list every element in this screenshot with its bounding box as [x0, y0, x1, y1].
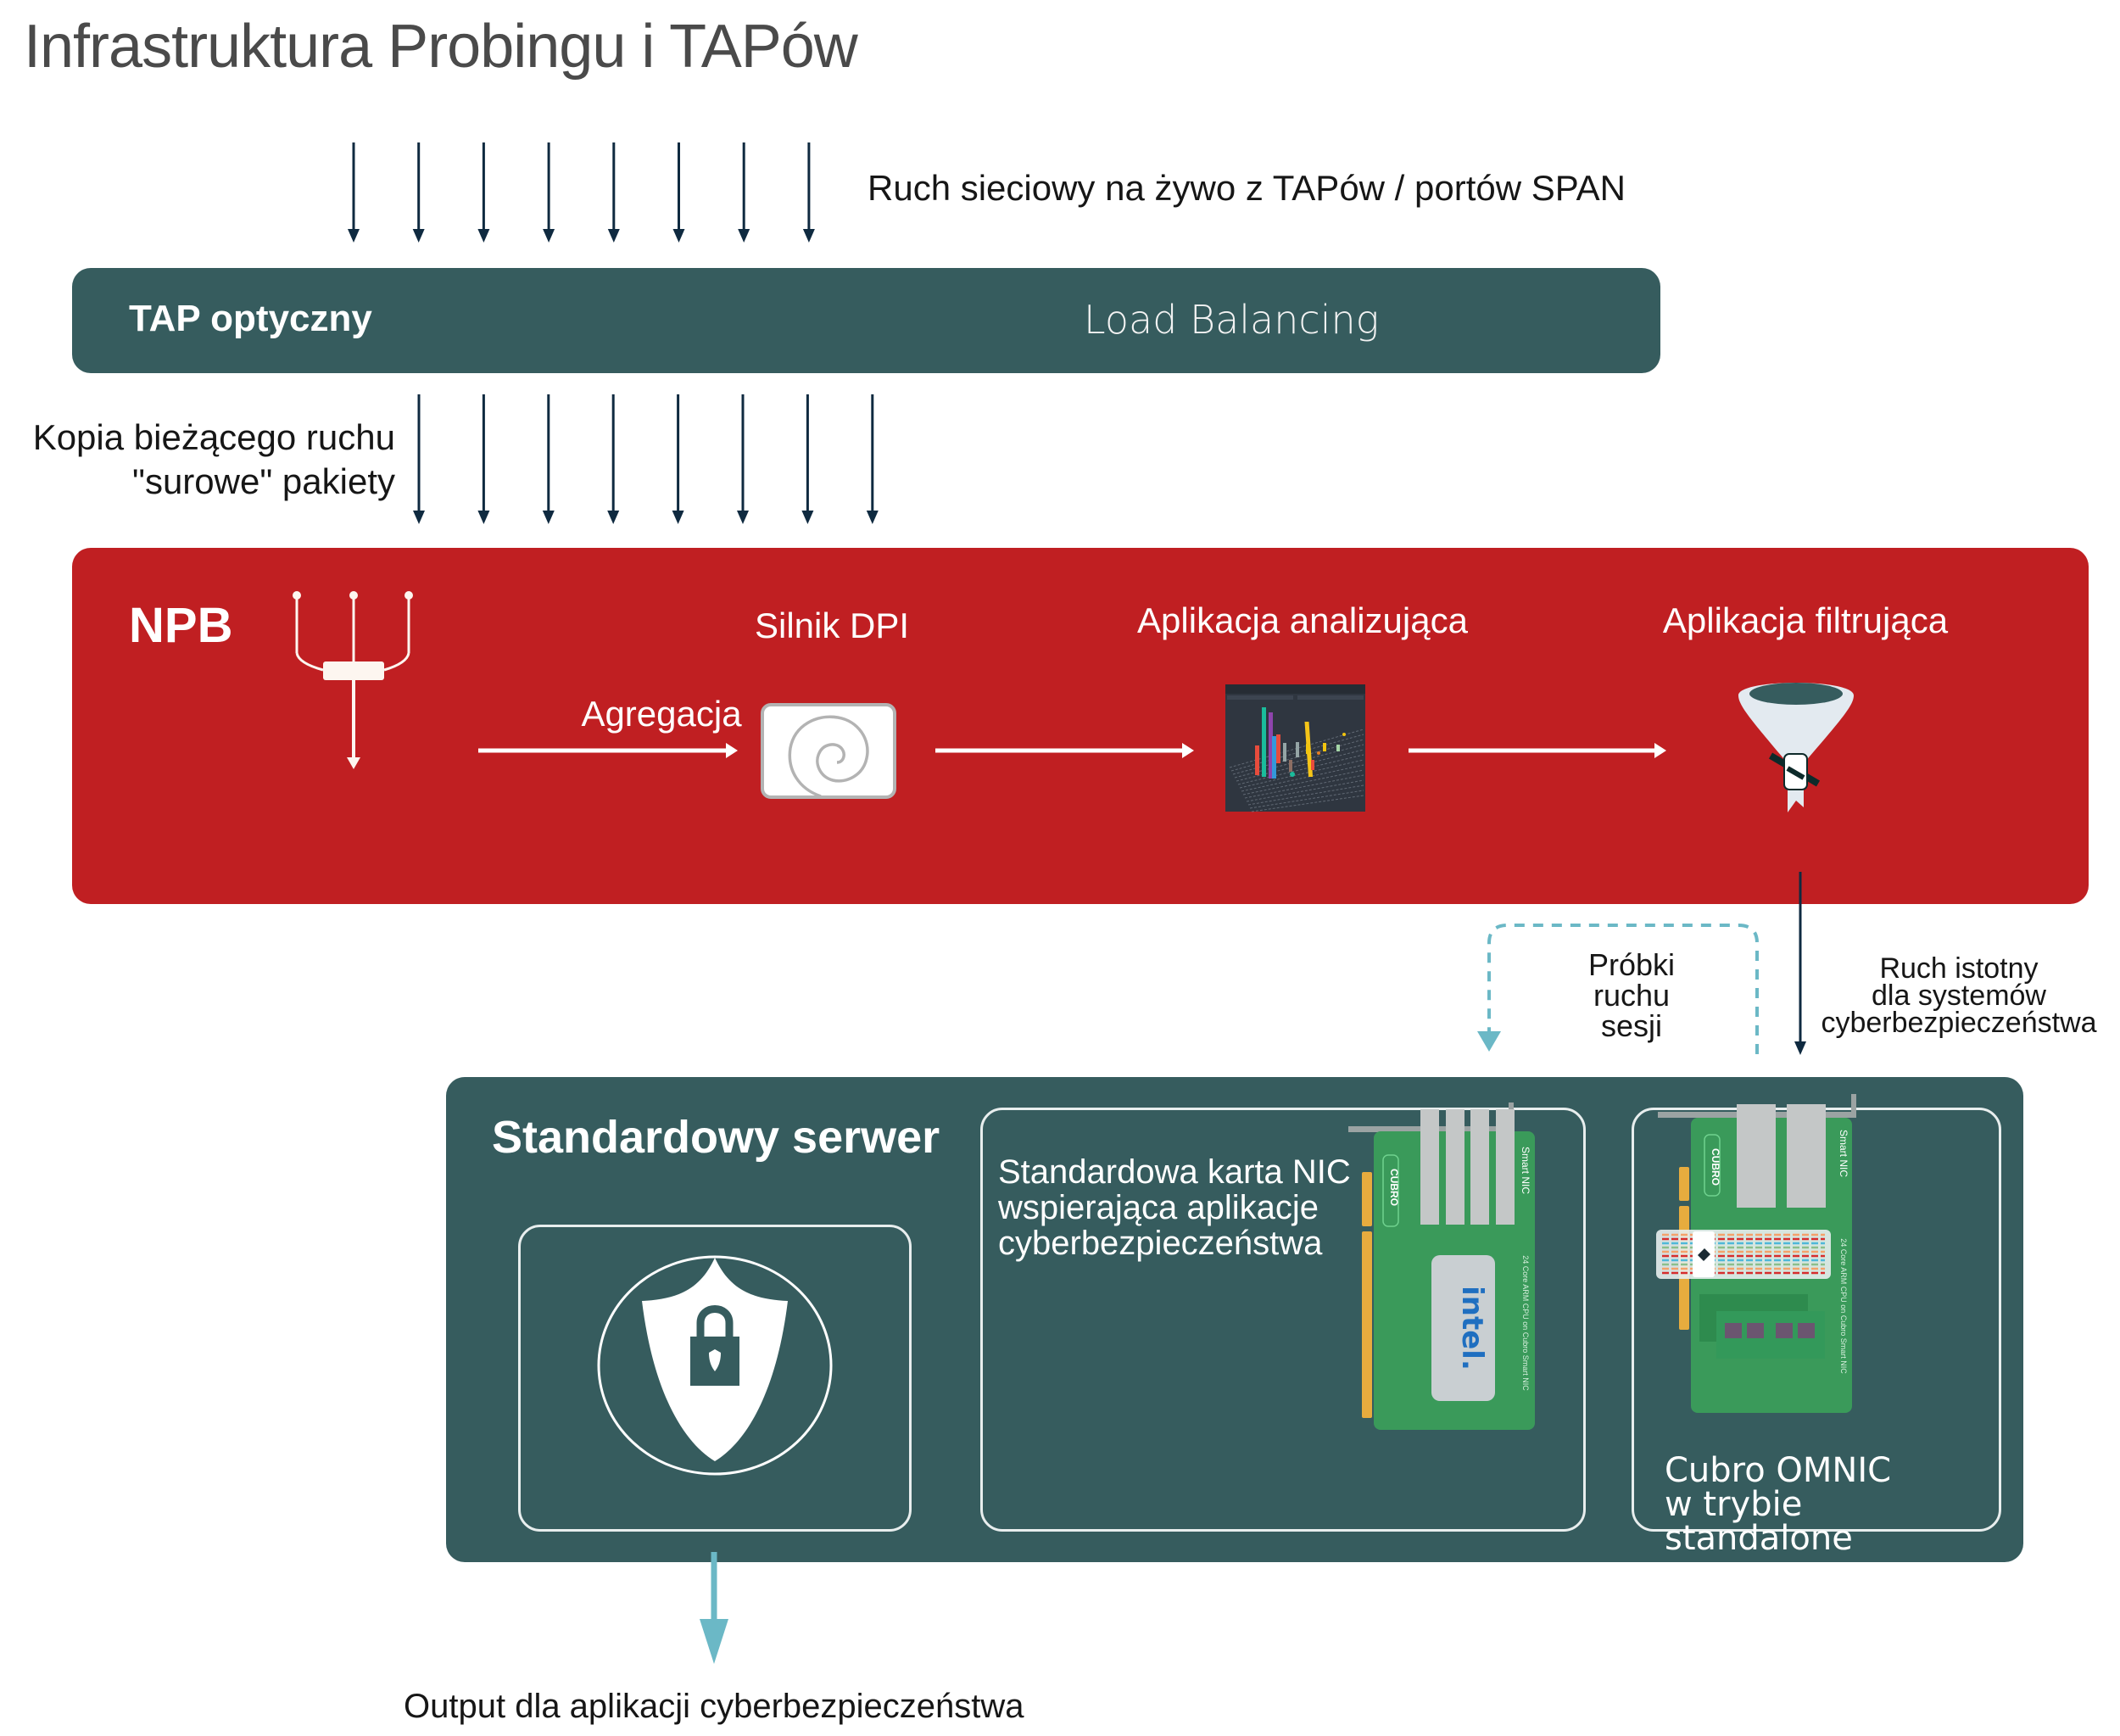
nic-card-illustration: intel. CUBRO Smart NIC 24 Core ARM CPU o…	[1348, 1102, 1535, 1430]
omnic-side-label: Smart NIC	[1838, 1130, 1849, 1177]
input-arrow	[607, 142, 620, 243]
aggregation-label: Agregacja	[581, 694, 742, 734]
copy-arrows	[413, 394, 879, 524]
input-arrow	[672, 142, 685, 243]
input-arrow	[348, 142, 360, 243]
copy-arrow	[607, 394, 620, 524]
nic-brand-label: CUBRO	[1388, 1169, 1400, 1206]
3d-bar-chart-icon	[1225, 684, 1365, 812]
load-balancing-label: Load Balancing	[1084, 297, 1380, 343]
raw-copy-line1: Kopia bieżącego ruchu	[32, 417, 395, 457]
nic-card-panel: Standardowa karta NIC wspierająca aplika…	[980, 1108, 1586, 1532]
input-arrow	[802, 142, 815, 243]
shield-lock-icon	[597, 1255, 833, 1476]
nic-card-description: Standardowa karta NIC wspierająca aplika…	[998, 1153, 1351, 1262]
copy-arrow	[477, 394, 490, 524]
input-arrow	[412, 142, 425, 243]
omnic-card-panel: Cubro OMNIC w trybie standalone	[1632, 1108, 2001, 1555]
input-arrow	[477, 142, 490, 243]
copy-arrow	[801, 394, 814, 524]
relevant-traffic-arrow	[1794, 872, 1806, 1055]
dpi-engine-label: Silnik DPI	[754, 606, 910, 645]
aggregation-arrow	[478, 743, 738, 758]
input-arrow	[738, 142, 750, 243]
session-samples-label: Próbki ruchu sesji	[1587, 947, 1676, 1043]
optical-tap-box: TAP optyczny Load Balancing	[72, 268, 1660, 373]
live-traffic-label: Ruch sieciowy na żywo z TAPów / portów S…	[868, 168, 1626, 208]
input-arrow	[543, 142, 555, 243]
tap-title: TAP optyczny	[129, 298, 372, 339]
raw-copy-label: Kopia bieżącego ruchu "surowe" pakiety	[0, 416, 395, 504]
omnic-brand-label: CUBRO	[1710, 1148, 1721, 1186]
dpi-to-analyzer-arrow	[935, 743, 1194, 758]
security-app-panel	[518, 1225, 912, 1532]
analyzer-to-filter-arrow	[1409, 743, 1666, 758]
session-samples-arrow	[1477, 924, 1759, 1054]
splitter-icon	[293, 591, 413, 769]
npb-title: NPB	[129, 598, 233, 653]
nic-side-label: Smart NIC	[1520, 1147, 1531, 1194]
page-title: Infrastruktura Probingu i TAPów	[24, 13, 858, 81]
copy-arrow	[413, 394, 425, 524]
relevant-traffic-label: Ruch istotny dla systemów cyberbezpiecze…	[1821, 952, 2097, 1039]
output-arrow	[700, 1552, 728, 1664]
raw-copy-line2: "surowe" pakiety	[132, 461, 395, 501]
output-label: Output dla aplikacji cyberbezpieczeństwa	[404, 1688, 1024, 1725]
copy-arrow	[542, 394, 555, 524]
omnic-card-illustration: CUBRO Smart NIC 24 Core ARM CPU on Cubro…	[1656, 1094, 1856, 1413]
spiral-icon	[761, 703, 896, 799]
intel-chip-label: intel.	[1455, 1286, 1489, 1370]
filter-app-label: Aplikacja filtrująca	[1662, 600, 1949, 640]
copy-arrow	[672, 394, 684, 524]
analyzer-app-label: Aplikacja analizująca	[1137, 600, 1468, 640]
input-arrows	[348, 142, 815, 243]
omnic-card-description: Cubro OMNIC w trybie standalone	[1665, 1451, 1892, 1558]
server-title: Standardowy serwer	[492, 1112, 940, 1163]
copy-arrow	[737, 394, 749, 524]
funnel-icon	[1738, 683, 1854, 812]
omnic-edge-label: 24 Core ARM CPU on Cubro Smart NIC	[1839, 1238, 1848, 1374]
copy-arrow	[866, 394, 879, 524]
nic-edge-label: 24 Core ARM CPU on Cubro Smart NIC	[1521, 1255, 1530, 1391]
